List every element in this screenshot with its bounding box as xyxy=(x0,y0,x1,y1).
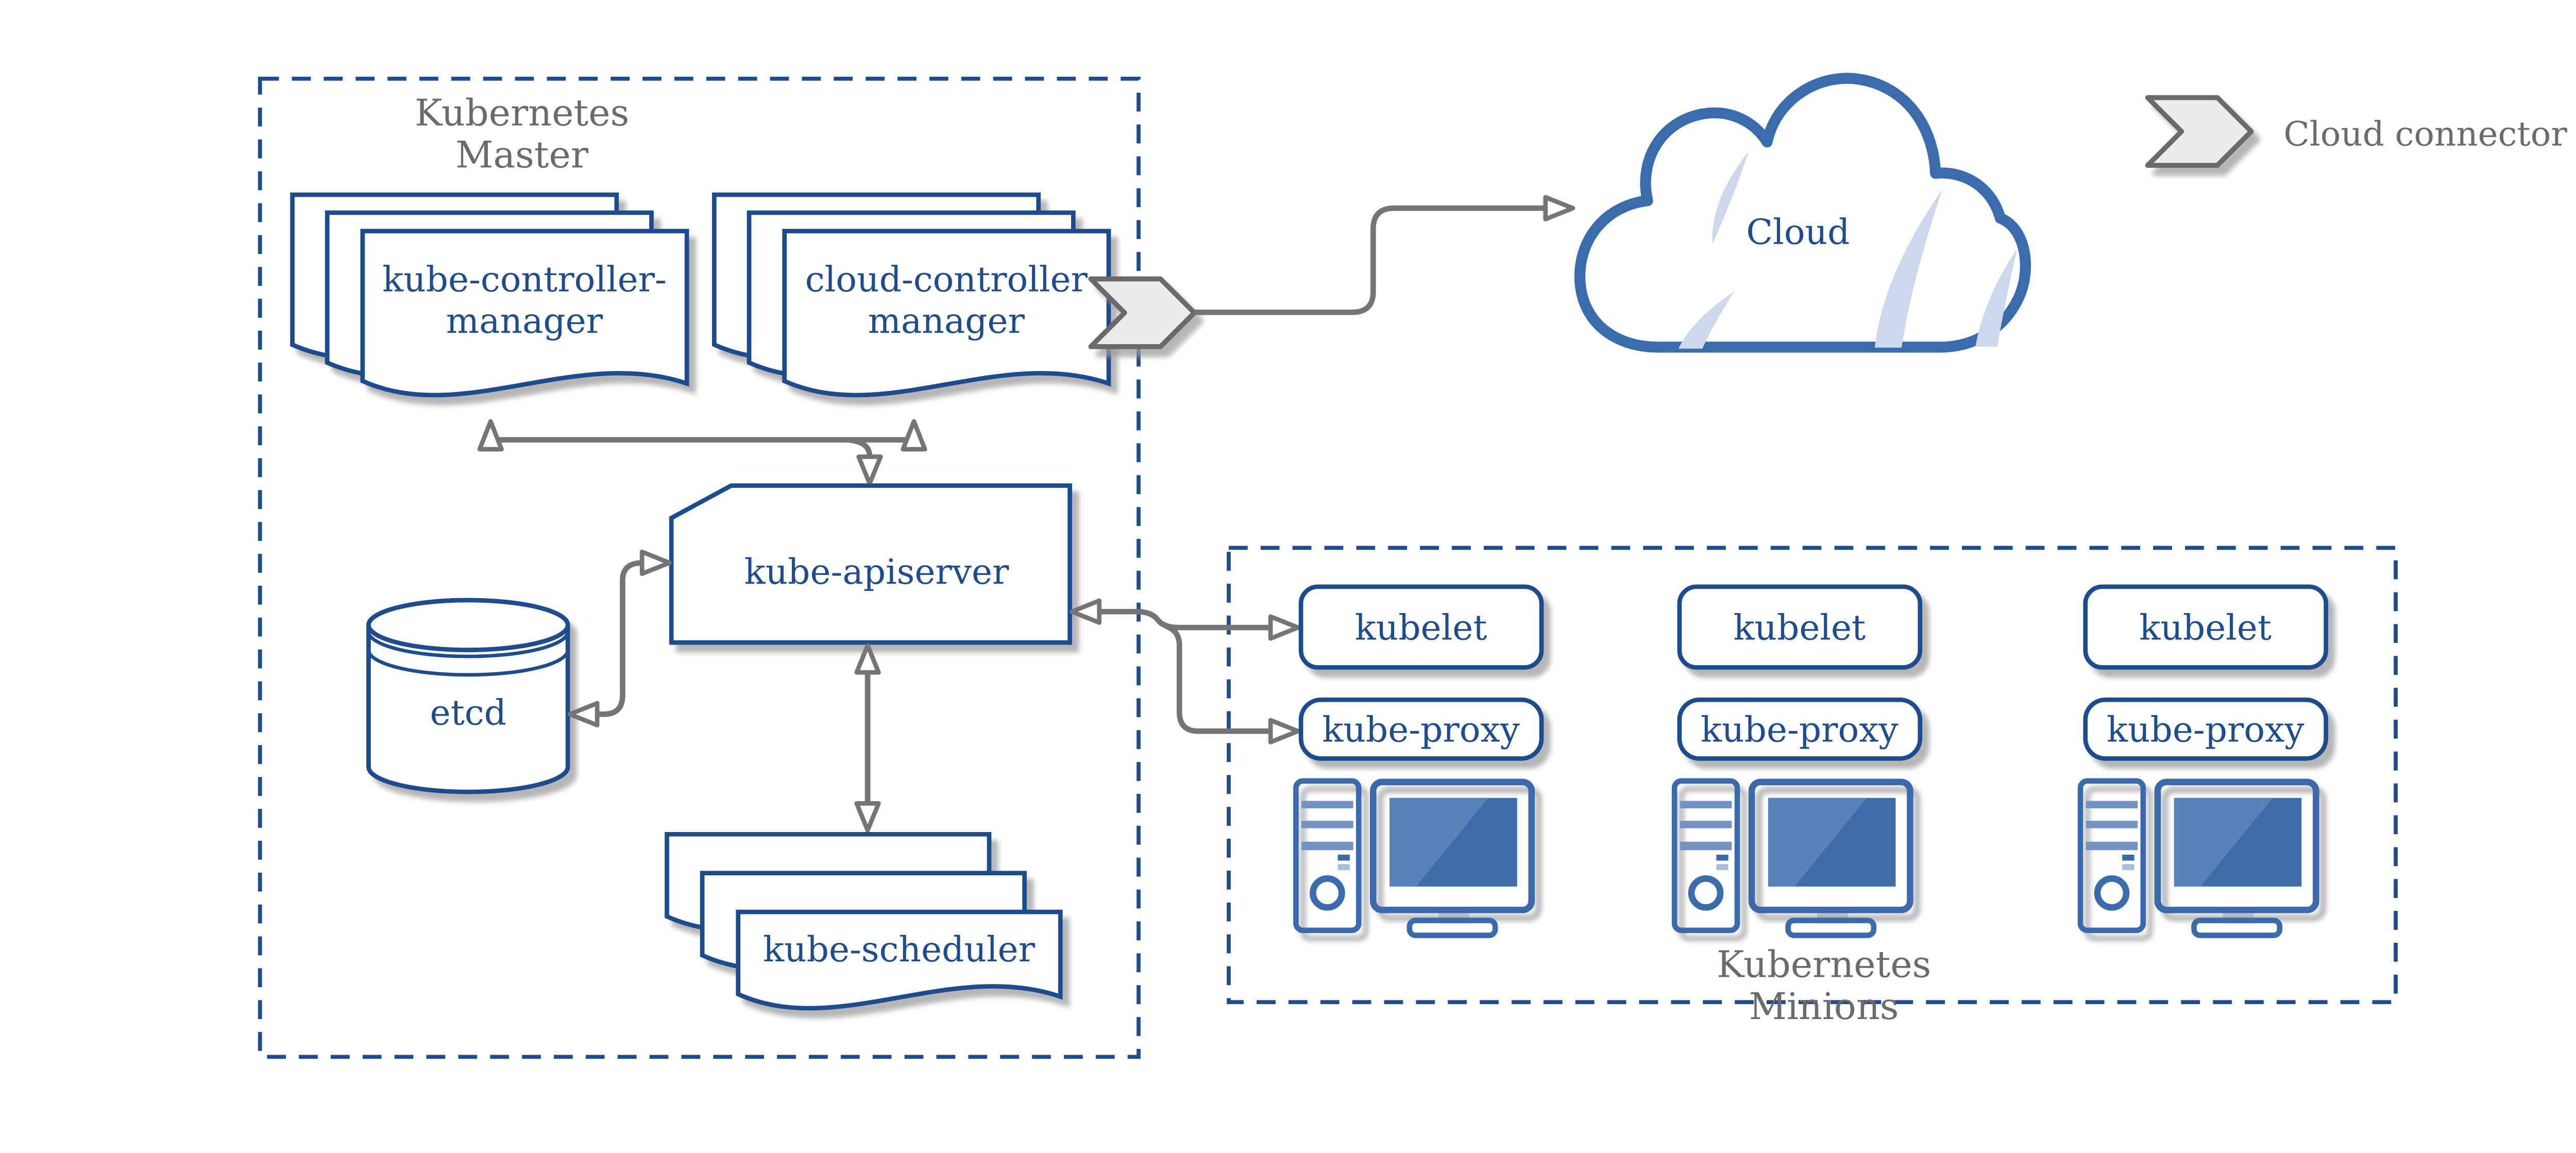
master-title-line2: Master xyxy=(455,133,589,176)
arrowhead-left-icon xyxy=(1070,598,1101,625)
apiserver-scheduler-connector xyxy=(854,643,881,833)
kube-proxy-box xyxy=(1677,697,1923,761)
kubelet-box xyxy=(2083,584,2329,670)
arrowhead-up-icon xyxy=(854,643,881,675)
arrowhead-left-icon xyxy=(567,701,600,727)
cloud-connector-chevron-icon xyxy=(1088,276,1197,349)
arrowhead-down-icon xyxy=(856,454,883,486)
kube-proxy-label: kube-proxy xyxy=(1322,709,1520,750)
master-title-line1: Kubernetes xyxy=(415,92,629,134)
kubelet-box xyxy=(1298,584,1544,670)
kubelet-box xyxy=(1677,584,1923,670)
kube-scheduler-node: kube-scheduler xyxy=(667,834,1060,1008)
minions-title-line2: Minions xyxy=(1749,985,1899,1028)
kubernetes-architecture-diagram: Kubernetes Master kube-controller- manag… xyxy=(258,73,2568,1059)
diagram-canvas: Kubernetes Master kube-controller- manag… xyxy=(258,73,2568,1059)
arrowhead-right-icon xyxy=(1268,718,1300,744)
workstation-icon xyxy=(2080,781,2316,936)
cloud-controller-manager-label-line2: manager xyxy=(868,300,1025,341)
kube-proxy-label: kube-proxy xyxy=(1701,709,1899,750)
etcd-label: etcd xyxy=(430,692,506,733)
minion-node: kubelet kube-proxy xyxy=(1674,584,1923,936)
arrowhead-right-icon xyxy=(1268,614,1300,641)
etcd-node: etcd xyxy=(366,598,570,794)
arrowhead-up-icon xyxy=(901,419,927,452)
apiserver-kubelet-connector xyxy=(1070,598,1300,641)
kubelet-label: kubelet xyxy=(1355,607,1487,648)
kube-proxy-label: kube-proxy xyxy=(2107,709,2304,750)
kube-controller-manager-label-line1: kube-controller- xyxy=(382,259,667,300)
etcd-apiserver-connector xyxy=(567,549,672,727)
kubelet-label: kubelet xyxy=(1733,607,1866,648)
kubernetes-minions-boundary xyxy=(1227,546,2398,1004)
cloud-controller-manager-label-line1: cloud-controller xyxy=(805,259,1088,300)
workstation-icon xyxy=(1674,781,1910,936)
kubernetes-master-boundary xyxy=(258,76,1141,1059)
kube-scheduler-label: kube-scheduler xyxy=(763,929,1036,970)
kube-controller-manager-label-line2: manager xyxy=(446,300,603,341)
kube-apiserver-node: kube-apiserver xyxy=(669,483,1072,645)
minion-node: kubelet kube-proxy xyxy=(1296,584,1544,936)
cloud-label: Cloud xyxy=(1746,212,1850,252)
minion-node: kubelet kube-proxy xyxy=(2080,584,2329,936)
arrowhead-right-icon xyxy=(1543,195,1575,222)
arrowhead-right-icon xyxy=(639,549,672,576)
cloud-controller-manager-node: cloud-controller manager xyxy=(714,195,1109,395)
arrowhead-down-icon xyxy=(854,801,881,833)
kubelet-label: kubelet xyxy=(2139,607,2272,648)
card-shape-icon xyxy=(669,483,1072,645)
legend-label: Cloud connector xyxy=(2284,114,2568,154)
cloud-connector-chevron-icon xyxy=(2145,95,2254,168)
cloud-node: Cloud xyxy=(1574,73,2031,353)
cloud-connector-line xyxy=(1194,195,1575,315)
kube-proxy-box xyxy=(2083,697,2329,761)
arrowhead-up-icon xyxy=(477,419,504,452)
kube-proxy-box xyxy=(1298,697,1544,761)
minions-title-line1: Kubernetes xyxy=(1717,943,1931,986)
kube-controller-manager-node: kube-controller- manager xyxy=(292,195,687,395)
controllers-apiserver-connector xyxy=(477,419,927,486)
kube-apiserver-label: kube-apiserver xyxy=(744,551,1009,592)
workstation-icon xyxy=(1296,781,1531,936)
legend: Cloud connector xyxy=(2145,95,2568,168)
apiserver-kubeproxy-connector xyxy=(1164,623,1300,744)
